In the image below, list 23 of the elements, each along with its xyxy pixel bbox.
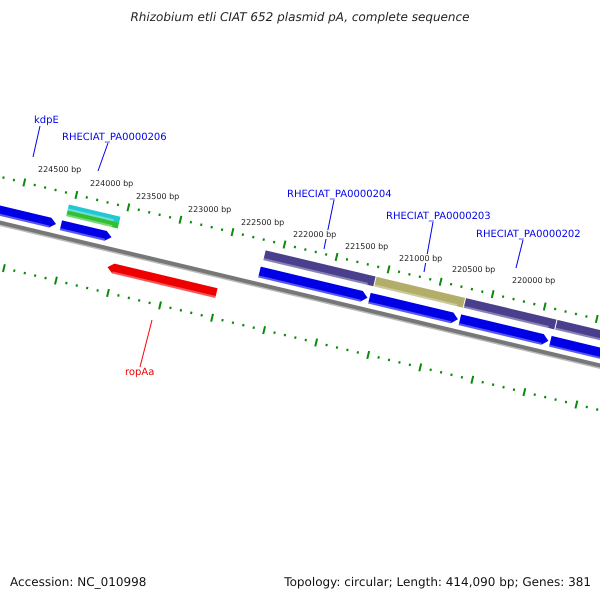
position-label: 220500 bp — [452, 265, 496, 274]
position-label: 224500 bp — [38, 165, 82, 174]
leader-line — [516, 240, 524, 268]
position-label: 222500 bp — [241, 218, 284, 227]
summary-label: Topology: circular; Length: 414,090 bp; Genes: 381 — [284, 575, 591, 589]
leader-line — [32, 126, 40, 158]
gene-label: RHECIAT_PA0000202 — [476, 229, 581, 240]
leader-line — [140, 320, 152, 368]
gene-label: ropAa — [125, 367, 154, 378]
position-label: 223500 bp — [136, 192, 180, 201]
gene-label: kdpE — [34, 115, 59, 126]
accession-label: Accession: NC_010998 — [10, 575, 146, 589]
position-label: 221500 bp — [345, 242, 388, 251]
gene-label: RHECIAT_PA0000204 — [287, 189, 392, 200]
leader-line — [98, 142, 108, 172]
title: Rhizobium etli CIAT 652 plasmid pA, complete sequence — [129, 10, 471, 24]
position-label: 221000 bp — [399, 254, 442, 263]
gene-label: RHECIAT_PA0000203 — [386, 211, 491, 222]
gene-label: RHECIAT_PA0000206 — [62, 132, 167, 143]
position-label: 223000 bp — [188, 205, 232, 214]
position-label: 220000 bp — [512, 276, 556, 285]
position-label: 222000 bp — [293, 230, 336, 239]
position-label: 224000 bp — [90, 179, 134, 188]
